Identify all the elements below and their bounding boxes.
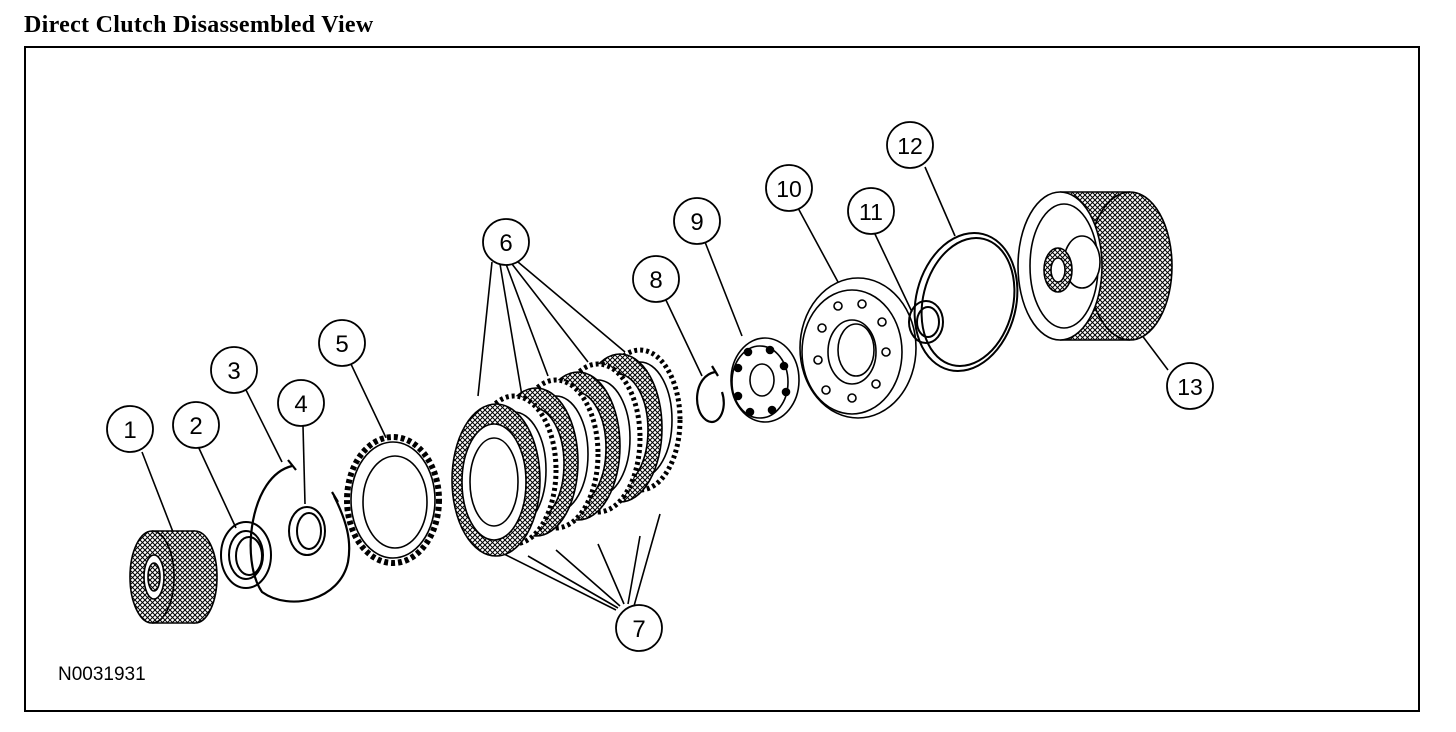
part-5-pressure-plate	[344, 434, 442, 566]
callout-10: 10	[765, 164, 813, 212]
part-2-thrust-washer	[220, 521, 272, 589]
callout-2-label: 2	[189, 413, 202, 440]
figure-id-label: N0031931	[58, 664, 146, 685]
callout-8: 8	[632, 255, 680, 303]
part-13-clutch-drum	[1017, 191, 1173, 341]
callout-12: 12	[886, 121, 934, 169]
callout-4-label: 4	[294, 391, 307, 418]
callout-3-label: 3	[227, 358, 240, 385]
parts-6-7-clutch-plate-stack	[451, 347, 683, 557]
leader-lines	[141, 166, 1169, 611]
callout-11-label: 11	[859, 199, 883, 225]
callout-12-label: 12	[897, 133, 923, 159]
part-3-snap-ring	[249, 459, 351, 603]
callout-1: 1	[106, 405, 154, 453]
part-4-ring	[288, 506, 326, 556]
callout-4: 4	[277, 379, 325, 427]
callout-3: 3	[210, 346, 258, 394]
callouts: 1 2 3 4 5 6 7 8 9 10 11 12 13	[106, 121, 1214, 652]
part-10-piston	[799, 277, 917, 419]
callout-9-label: 9	[690, 209, 703, 236]
callout-2: 2	[172, 401, 220, 449]
part-1-hub-gear	[129, 530, 218, 624]
callout-13: 13	[1166, 362, 1214, 410]
callout-1-label: 1	[123, 417, 136, 444]
diagram-title: Direct Clutch Disassembled View	[24, 12, 374, 38]
part-8-snap-ring	[695, 365, 725, 423]
callout-8-label: 8	[649, 267, 662, 294]
callout-11: 11	[847, 187, 895, 235]
callout-9: 9	[673, 197, 721, 245]
part-12-seal	[913, 232, 1019, 372]
callout-5-label: 5	[335, 331, 348, 358]
callout-6-label: 6	[499, 230, 512, 257]
callout-10-label: 10	[776, 176, 802, 202]
callout-7-label: 7	[632, 616, 645, 643]
part-11-seal	[908, 300, 944, 344]
callout-5: 5	[318, 319, 366, 367]
part-9-spring-retainer	[730, 337, 800, 423]
callout-6: 6	[482, 218, 530, 266]
callout-7: 7	[615, 604, 663, 652]
callout-13-label: 13	[1177, 374, 1203, 400]
